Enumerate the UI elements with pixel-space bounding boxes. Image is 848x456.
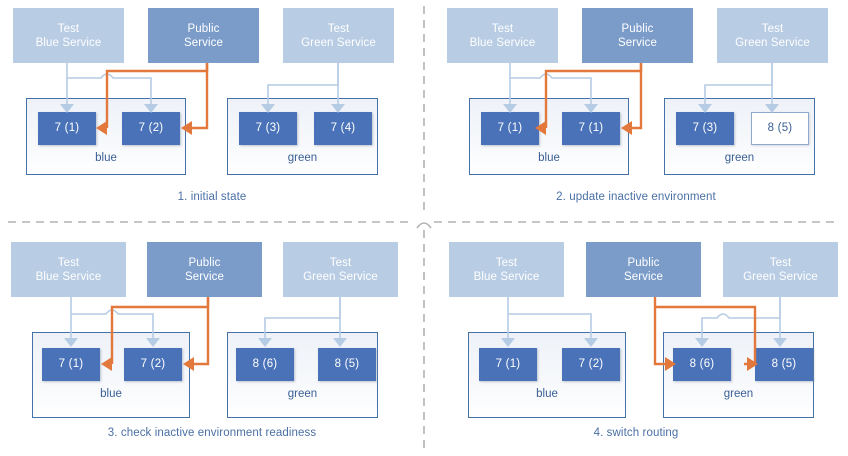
panel-1-caption: 1. initial state <box>177 191 247 203</box>
green-pod-2[interactable]: 8 (5) <box>751 112 809 145</box>
public-service-line1: Public <box>188 256 221 269</box>
test-green-service-line2: Green Service <box>735 36 810 49</box>
blue-pod-2[interactable]: 7 (2) <box>124 348 182 381</box>
blue-environment-label: blue <box>95 152 117 164</box>
green-pod-1[interactable]: 8 (6) <box>673 348 731 381</box>
test-green-service-line2: Green Service <box>303 270 378 283</box>
test-green-service-line2: Green Service <box>301 36 376 49</box>
blue-environment-label: blue <box>536 388 558 400</box>
test-green-service-line1: Test <box>761 22 784 35</box>
test-blue-service-line1: Test <box>57 22 80 35</box>
test-blue-service-line1: Test <box>57 256 80 269</box>
blue-pod-2[interactable]: 7 (2) <box>122 112 180 145</box>
test-blue-service-line2: Blue Service <box>35 270 102 283</box>
blue-pod-2[interactable]: 7 (2) <box>562 348 620 381</box>
green-pod-2[interactable]: 8 (5) <box>318 348 376 381</box>
blue-pod-2[interactable]: 7 (1) <box>562 112 620 145</box>
green-pod-1[interactable]: 7 (3) <box>676 112 734 145</box>
public-service-line1: Public <box>621 22 654 35</box>
green-environment-label: green <box>287 152 318 164</box>
blue-environment-label: blue <box>538 152 560 164</box>
public-service-line2: Service <box>617 36 658 49</box>
panel-3-caption: 3. check inactive environment readiness <box>107 427 317 439</box>
green-pod-2[interactable]: 7 (4) <box>314 112 372 145</box>
public-service-line2: Service <box>184 270 225 283</box>
public-service-line1: Public <box>187 22 220 35</box>
panel-2-caption: 2. update inactive environment <box>556 191 716 203</box>
green-environment-label: green <box>724 152 755 164</box>
public-service-line2: Service <box>623 270 664 283</box>
blue-pod-1[interactable]: 7 (1) <box>42 348 100 381</box>
test-blue-service-line1: Test <box>495 256 518 269</box>
green-pod-2[interactable]: 8 (5) <box>755 348 813 381</box>
green-environment-label: green <box>723 388 754 400</box>
test-green-service-line2: Green Service <box>743 270 818 283</box>
public-service-line1: Public <box>627 256 660 269</box>
blue-environment-label: blue <box>100 388 122 400</box>
blue-pod-1[interactable]: 7 (1) <box>38 112 96 145</box>
green-pod-1[interactable]: 7 (3) <box>239 112 297 145</box>
test-blue-service-line2: Blue Service <box>473 270 540 283</box>
blue-pod-1[interactable]: 7 (1) <box>481 112 539 145</box>
panel-4-caption: 4. switch routing <box>593 427 679 439</box>
green-pod-1[interactable]: 8 (6) <box>236 348 294 381</box>
test-blue-service-line2: Blue Service <box>35 36 102 49</box>
wire-public-to-bluepod2 <box>192 63 209 130</box>
test-green-service-line1: Test <box>329 256 352 269</box>
blue-pod-1[interactable]: 7 (1) <box>479 348 537 381</box>
test-green-service-line1: Test <box>769 256 792 269</box>
test-blue-service-line2: Blue Service <box>469 36 536 49</box>
wire-public-to-bluepod2 <box>194 297 210 366</box>
wire-public-to-bluepod2 <box>632 63 643 130</box>
public-service-line2: Service <box>183 36 224 49</box>
green-environment-label: green <box>287 388 318 400</box>
test-blue-service-line1: Test <box>491 22 514 35</box>
test-green-service-line1: Test <box>327 22 350 35</box>
